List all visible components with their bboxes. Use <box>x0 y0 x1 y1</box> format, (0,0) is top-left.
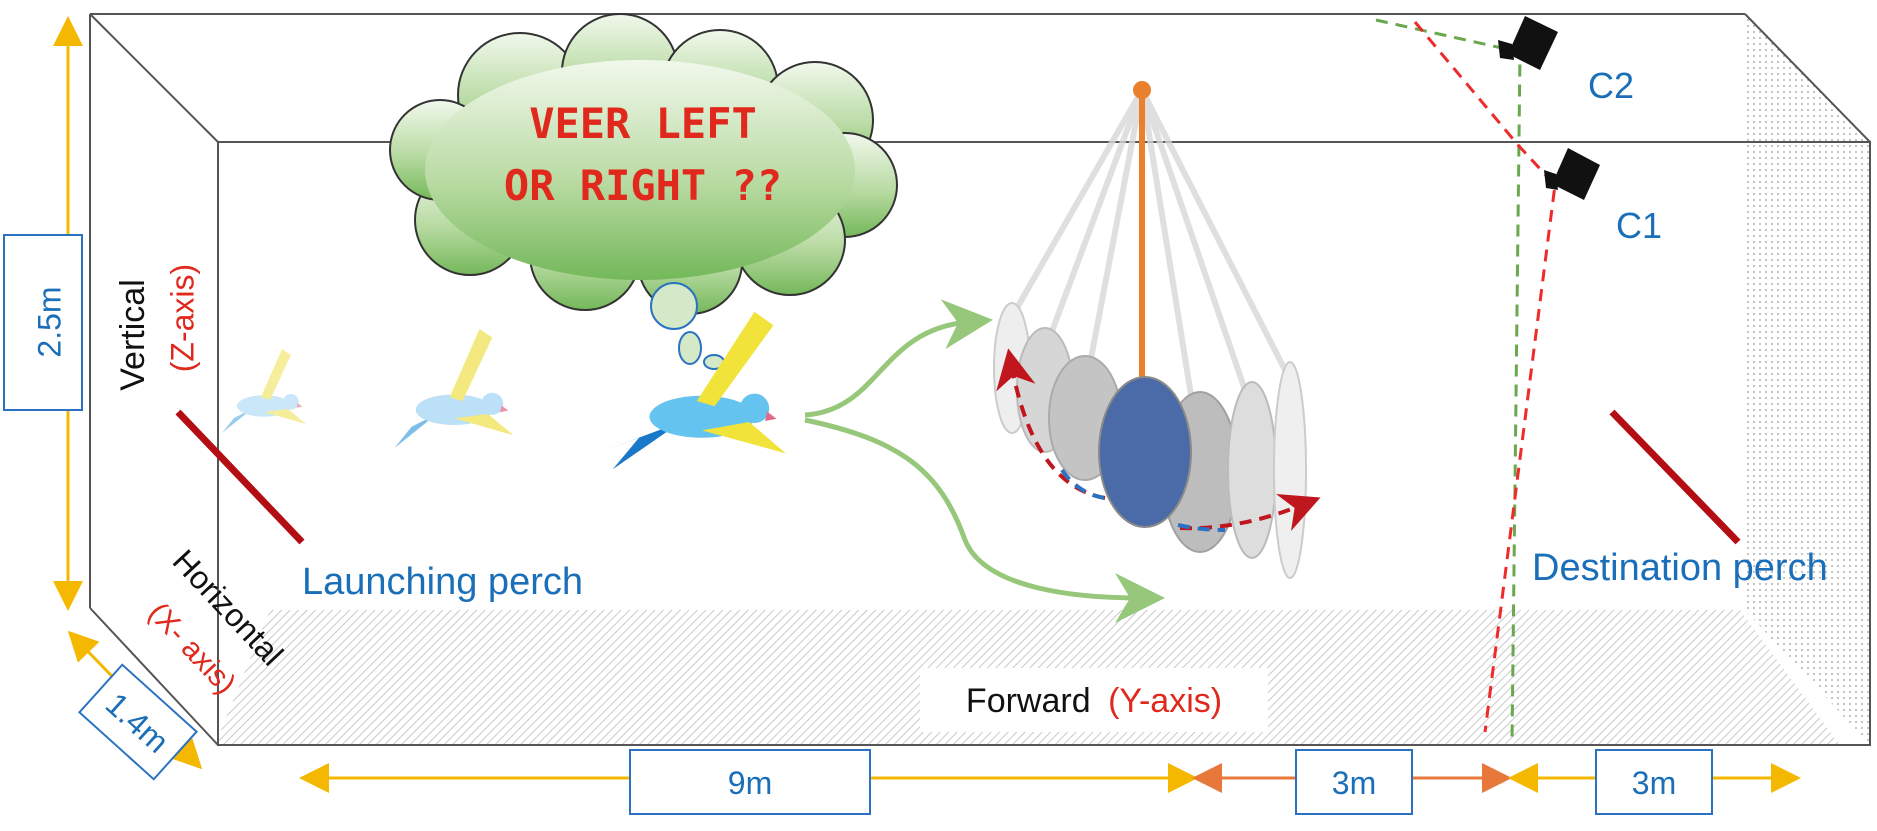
parrot-icon-2 <box>386 329 514 448</box>
forward-label-box: Forward (Y-axis) <box>920 668 1268 732</box>
length-main-label: 9m <box>728 765 772 801</box>
svg-text:Forward (Y-axis): Forward (Y-axis) <box>966 682 1222 720</box>
length-main-box: 9m <box>629 749 871 815</box>
pendulum-icon <box>993 81 1321 579</box>
trail-up-arrow <box>804 299 993 418</box>
thought-cloud-icon: VEER LEFT OR RIGHT ?? <box>389 13 898 370</box>
destination-perch <box>1609 409 1741 545</box>
thought-line-2: OR RIGHT ?? <box>504 161 782 210</box>
vertical-axis-label: (Z-axis) <box>164 264 200 372</box>
parrot-icon-1 <box>216 349 306 433</box>
destination-perch-label: Destination perch <box>1532 547 1828 589</box>
launching-perch <box>175 409 305 545</box>
vertical-label: Vertical <box>114 279 152 391</box>
camera-c1-icon <box>1544 148 1600 200</box>
trail-down-arrow <box>804 417 1165 623</box>
tunnel-frame <box>89 13 1871 746</box>
camera-c2-label: C2 <box>1588 65 1634 106</box>
height-label: 2.5m <box>31 286 67 357</box>
parrot-icon-3 <box>602 311 786 470</box>
thought-line-1: VEER LEFT <box>529 99 757 148</box>
camera-c1-label: C1 <box>1616 205 1662 246</box>
height-label-box: 2.5m <box>3 234 83 411</box>
length-end-box: 3m <box>1595 749 1713 815</box>
forward-axis-label: (Y-axis) <box>1108 682 1222 720</box>
length-mid-box: 3m <box>1295 749 1413 815</box>
tunnel-end-wall <box>1745 12 1870 745</box>
camera-c2-icon <box>1498 16 1558 70</box>
launching-perch-label: Launching perch <box>302 561 583 603</box>
length-mid-label: 3m <box>1332 765 1376 801</box>
forward-label: Forward <box>966 682 1091 720</box>
length-end-label: 3m <box>1632 765 1676 801</box>
pendulum-disc <box>1098 376 1192 528</box>
depth-label-box: 1.4m <box>78 663 198 781</box>
